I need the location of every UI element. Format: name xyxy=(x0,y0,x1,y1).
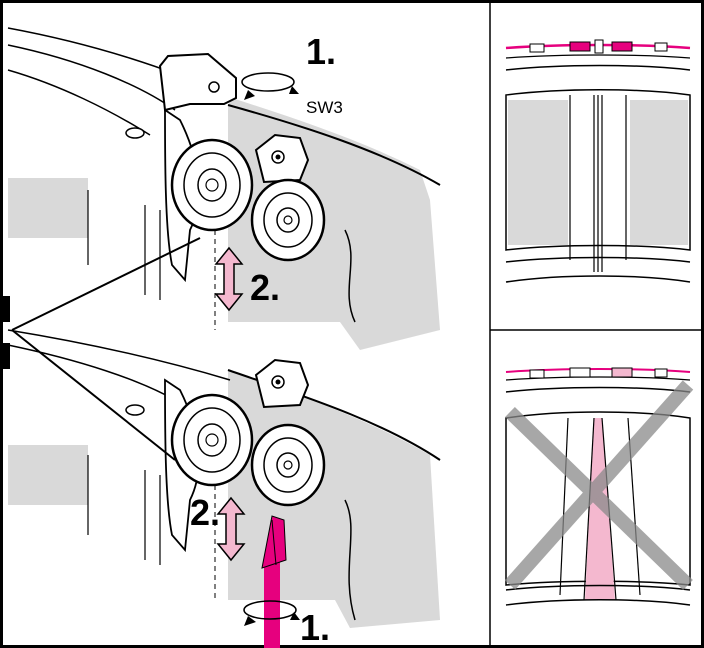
step-label-1-bottom: 1. xyxy=(300,607,330,648)
step-label-1-top: 1. xyxy=(306,31,336,72)
cross-mark-icon xyxy=(504,380,694,591)
correct-alignment-view xyxy=(505,39,691,283)
marker-block-upper xyxy=(0,296,10,322)
track-rail-top xyxy=(7,44,176,111)
tool-size-label: SW3 xyxy=(306,98,343,117)
roller-wheel-left-top xyxy=(170,138,254,232)
rotation-arrow-icon xyxy=(243,600,300,626)
marker-block-lower xyxy=(0,343,10,369)
incorrect-alignment-view xyxy=(504,367,694,606)
step-label-2-top: 2. xyxy=(250,267,280,308)
roller-wheel-right-top xyxy=(250,178,326,262)
roller-wheel-right-bottom xyxy=(250,423,326,507)
vertical-double-arrow-icon xyxy=(216,496,246,562)
leader-lines xyxy=(0,237,201,461)
roller-wheel-left-bottom xyxy=(170,393,254,487)
rotation-arrow-icon xyxy=(241,72,299,100)
vertical-double-arrow-icon xyxy=(214,246,244,312)
screwdriver-icon xyxy=(261,515,287,648)
step-label-2-bottom: 2. xyxy=(190,492,220,533)
top-detail-view: 1. SW3 2. xyxy=(7,27,441,350)
bottom-detail-view: 2. 1. xyxy=(7,329,441,648)
